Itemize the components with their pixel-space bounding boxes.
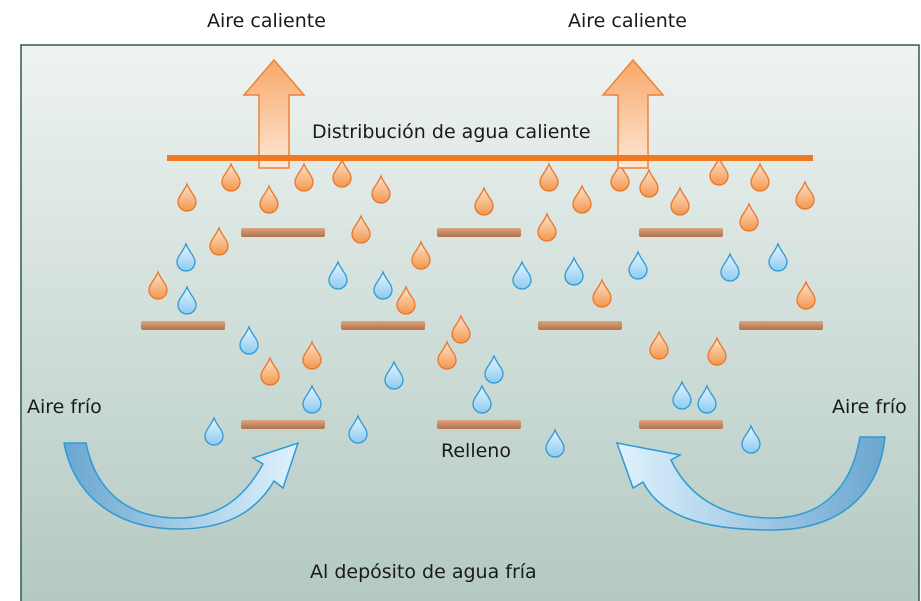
- cold-water-drop: [239, 325, 259, 355]
- fill-slat: [639, 420, 723, 429]
- hot-water-drop: [474, 186, 494, 216]
- hot-water-distribution-label: Distribución de agua caliente: [312, 121, 591, 143]
- fill-slat: [241, 228, 325, 237]
- cold-water-drop: [176, 242, 196, 272]
- hot-water-drop: [572, 184, 592, 214]
- hot-water-drop: [639, 168, 659, 198]
- hot-water-drop: [396, 285, 416, 315]
- cold-water-drop: [768, 242, 788, 272]
- cold-water-drop: [741, 424, 761, 454]
- hot-water-drop: [750, 162, 770, 192]
- cold-water-drop: [672, 380, 692, 410]
- fill-slat: [639, 228, 723, 237]
- fill-label: Relleno: [441, 440, 511, 462]
- hot-water-drop: [437, 340, 457, 370]
- cold-water-drop: [545, 428, 565, 458]
- fill-slat: [437, 420, 521, 429]
- fill-slat: [341, 321, 425, 330]
- hot-water-drop: [709, 156, 729, 186]
- cold-water-drop: [348, 414, 368, 444]
- cold-water-drop: [204, 416, 224, 446]
- cold-air-arrow-right: [615, 436, 886, 531]
- hot-water-drop: [739, 202, 759, 232]
- hot-water-drop: [451, 314, 471, 344]
- hot-water-drop: [796, 280, 816, 310]
- hot-water-drop: [209, 226, 229, 256]
- hot-air-label-right: Aire caliente: [568, 10, 687, 32]
- hot-water-drop: [707, 336, 727, 366]
- cold-water-drop: [384, 360, 404, 390]
- fill-slat: [437, 228, 521, 237]
- hot-water-drop: [177, 182, 197, 212]
- cold-water-drop: [697, 384, 717, 414]
- cold-air-label-right: Aire frío: [832, 396, 907, 418]
- fill-slat: [538, 321, 622, 330]
- cold-water-drop: [302, 384, 322, 414]
- cold-water-drop: [720, 252, 740, 282]
- hot-water-drop: [294, 162, 314, 192]
- cold-air-label-left: Aire frío: [27, 396, 102, 418]
- fill-slat: [241, 420, 325, 429]
- cold-water-drop: [373, 270, 393, 300]
- hot-water-drop: [332, 158, 352, 188]
- hot-water-drop: [411, 240, 431, 270]
- hot-water-drop: [260, 356, 280, 386]
- cold-water-tank-label: Al depósito de agua fría: [310, 561, 537, 583]
- hot-water-drop: [148, 270, 168, 300]
- cold-water-drop: [484, 354, 504, 384]
- hot-water-drop: [795, 180, 815, 210]
- hot-water-drop: [259, 184, 279, 214]
- hot-water-drop: [351, 214, 371, 244]
- hot-water-drop: [670, 186, 690, 216]
- fill-slats: [141, 228, 823, 429]
- hot-water-drop: [592, 278, 612, 308]
- hot-water-drop: [537, 212, 557, 242]
- cold-water-drop: [564, 256, 584, 286]
- hot-water-drop: [371, 174, 391, 204]
- hot-water-drop: [649, 330, 669, 360]
- hot-water-drop: [539, 162, 559, 192]
- hot-water-drop: [302, 340, 322, 370]
- cold-water-drop: [512, 260, 532, 290]
- fill-slat: [141, 321, 225, 330]
- cold-air-arrow-left: [63, 441, 300, 530]
- cold-water-drop: [177, 285, 197, 315]
- fill-slat: [739, 321, 823, 330]
- hot-water-drop: [221, 162, 241, 192]
- cold-water-drop: [472, 384, 492, 414]
- hot-air-label-left: Aire caliente: [207, 10, 326, 32]
- water-drops: [148, 156, 816, 458]
- hot-water-drop: [610, 162, 630, 192]
- cold-water-drop: [328, 260, 348, 290]
- cold-water-drop: [628, 250, 648, 280]
